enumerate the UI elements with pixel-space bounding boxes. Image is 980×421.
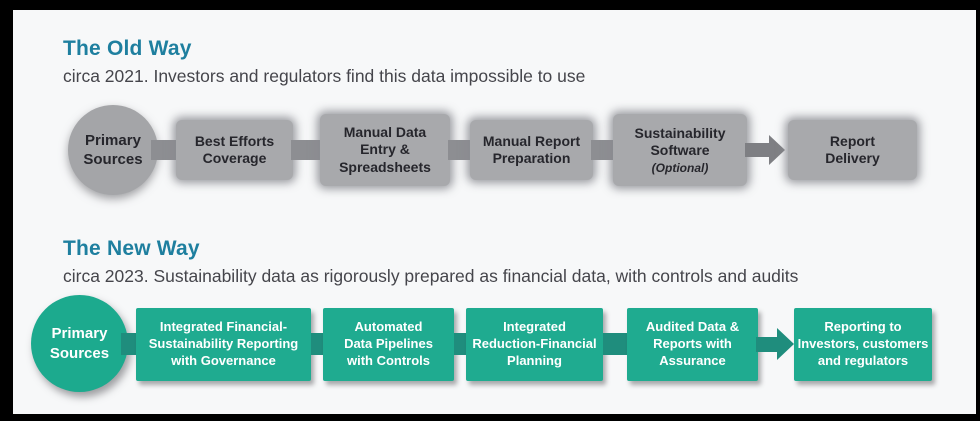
old-step-manual-report-preparation: Manual Report Preparation — [470, 120, 593, 180]
old-arrow-head-icon — [769, 135, 785, 165]
old-connector-1 — [151, 140, 177, 160]
old-connector-4 — [591, 140, 615, 160]
new-reporting-box: Reporting to Investors, customers and re… — [794, 308, 932, 381]
new-way-title: The New Way — [63, 237, 200, 260]
old-way-subtitle: circa 2021. Investors and regulators fin… — [63, 66, 586, 86]
old-step-sustainability-software-label: Sustainability Software — [634, 124, 726, 159]
new-primary-sources-circle: Primary Sources — [31, 295, 128, 392]
new-connector-3 — [454, 333, 466, 355]
new-connector-2 — [311, 333, 323, 355]
old-primary-sources-circle: Primary Sources — [68, 105, 158, 195]
optional-note: (Optional) — [651, 160, 709, 175]
new-way-subtitle: circa 2023. Sustainability data as rigor… — [63, 266, 799, 286]
new-arrow-shaft — [756, 337, 779, 352]
new-step-audited-data: Audited Data & Reports with Assurance — [627, 308, 758, 381]
old-connector-3 — [448, 140, 472, 160]
new-step-reduction-planning: Integrated Reduction-Financial Planning — [466, 308, 603, 381]
old-report-delivery-box: Report Delivery — [788, 120, 917, 180]
new-arrow-head-icon — [777, 328, 794, 360]
diagram-canvas: The Old Way circa 2021. Investors and re… — [13, 10, 976, 414]
old-step-sustainability-software: Sustainability Software (Optional) — [613, 114, 747, 186]
new-connector-1 — [121, 333, 138, 355]
old-step-manual-data-entry: Manual Data Entry & Spreadsheets — [320, 114, 450, 186]
old-way-title: The Old Way — [63, 37, 192, 60]
old-connector-2 — [291, 140, 322, 160]
new-step-automated-pipelines: Automated Data Pipelines with Controls — [323, 308, 454, 381]
old-arrow-shaft — [745, 143, 771, 157]
new-connector-4 — [603, 333, 627, 355]
old-step-best-efforts-coverage: Best Efforts Coverage — [176, 120, 293, 180]
new-step-integrated-reporting: Integrated Financial- Sustainability Rep… — [136, 308, 311, 381]
